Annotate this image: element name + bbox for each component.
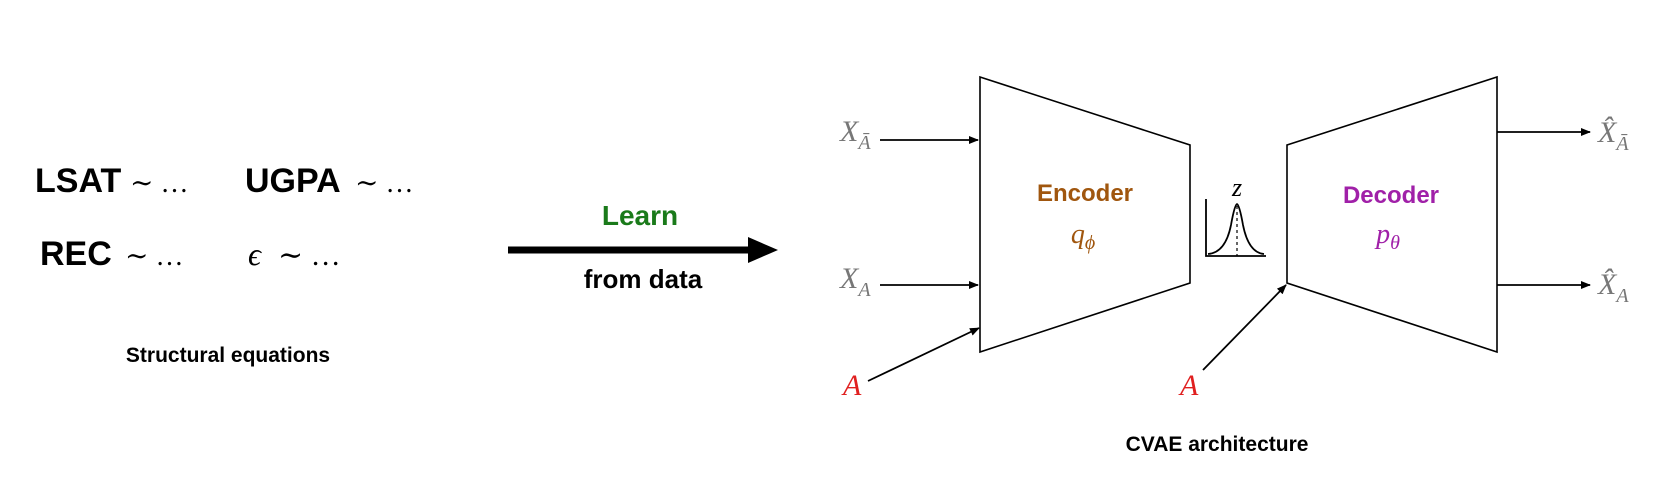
gaussian-curve <box>1207 203 1265 255</box>
output-xhat-a-base: X̂ <box>1597 268 1618 301</box>
input-x-abar: XĀ <box>839 115 871 154</box>
encoder-block: Encoder qϕ <box>979 75 1191 354</box>
output-xhat-abar-base: X̂ <box>1597 116 1618 149</box>
decoder-block: Decoder pθ <box>1286 75 1498 354</box>
input-a-encoder: A <box>841 369 862 402</box>
structural-equations-caption: Structural equations <box>126 344 330 367</box>
learn-arrow-head <box>748 237 778 263</box>
cvae-architecture-caption: CVAE architecture <box>1126 433 1309 456</box>
output-xhat-a-sub: A <box>1614 285 1629 307</box>
input-x-a: XA <box>839 262 871 301</box>
decoder-trapezoid <box>1286 75 1498 354</box>
input-x-a-base: X <box>839 262 860 295</box>
encoder-symbol-base: q <box>1071 219 1085 250</box>
lsat-equation-tail: ∼ … <box>130 168 188 199</box>
encoder-symbol: qϕ <box>1071 219 1095 254</box>
epsilon-variable: ϵ <box>248 236 262 272</box>
rec-variable: REC <box>40 235 112 273</box>
ugpa-equation-tail: ∼ … <box>355 168 413 199</box>
decoder-symbol-base: p <box>1374 219 1390 250</box>
input-x-a-sub: A <box>856 279 871 301</box>
encoder-inputs: XĀ XA A <box>839 115 980 402</box>
output-xhat-abar-sub: Ā <box>1614 133 1629 155</box>
input-x-abar-base: X <box>839 115 860 148</box>
decoder-outputs: X̂Ā X̂A <box>1497 116 1629 307</box>
input-a-decoder: A <box>1178 369 1199 402</box>
ugpa-variable: UGPA <box>245 162 341 200</box>
from-data-label: from data <box>584 264 703 294</box>
encoder-trapezoid <box>979 75 1191 354</box>
output-xhat-a: X̂A <box>1597 268 1629 307</box>
encoder-symbol-subscript: ϕ <box>1085 232 1095 254</box>
input-x-abar-sub: Ā <box>856 132 871 154</box>
output-xhat-abar: X̂Ā <box>1597 116 1629 155</box>
encoder-label: Encoder <box>1037 180 1133 207</box>
structural-equations: LSAT ∼ … UGPA ∼ … REC ∼ … ϵ ∼ … Structur… <box>35 162 413 367</box>
decoder-inputs: A <box>1178 284 1287 402</box>
decoder-symbol: pθ <box>1374 219 1400 254</box>
rec-equation-tail: ∼ … <box>125 241 183 272</box>
learn-label: Learn <box>602 200 678 231</box>
arrow-a-to-encoder <box>867 327 980 382</box>
learn-arrow: Learn from data <box>508 200 778 294</box>
arrow-a-to-decoder <box>1202 284 1287 371</box>
latent-z-label: z <box>1231 173 1242 202</box>
lsat-variable: LSAT <box>35 162 121 200</box>
decoder-symbol-subscript: θ <box>1390 232 1400 254</box>
decoder-label: Decoder <box>1343 182 1439 209</box>
latent-distribution: z <box>1205 173 1266 257</box>
gaussian-axes <box>1205 199 1266 257</box>
epsilon-equation-tail: ∼ … <box>278 239 341 272</box>
